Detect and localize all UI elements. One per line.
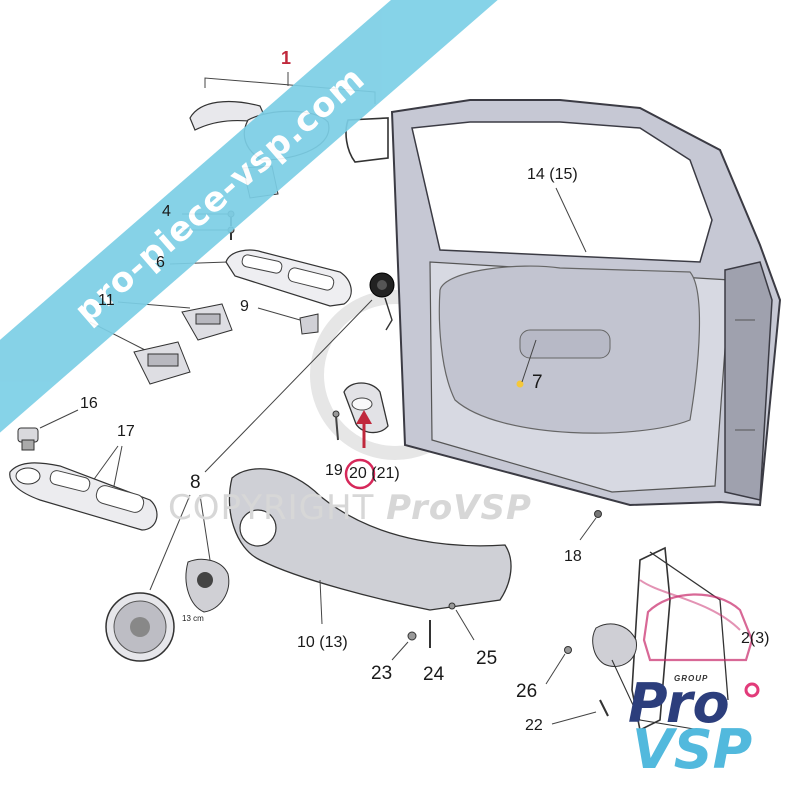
label-part-26: 26 [516, 681, 538, 702]
label-part-23: 23 [371, 663, 393, 684]
label-part-19: 19 [325, 462, 343, 479]
logo-pro-text: Pro [628, 672, 730, 735]
part-10-door-card [228, 468, 512, 625]
label-part-6: 6 [156, 254, 165, 271]
label-part-20: 20 (21) [349, 465, 400, 482]
logo-dot [744, 682, 760, 698]
logo-group-text: GROUP [674, 674, 709, 683]
label-part-14: 14 (15) [527, 166, 578, 183]
part-19-screw [332, 410, 340, 441]
part-tweeter [369, 272, 395, 331]
part-8-speaker [105, 558, 230, 662]
label-part-17: 17 [117, 423, 135, 440]
label-part-22: 22 [525, 717, 543, 734]
part-2-window-regulator [592, 546, 741, 732]
label-part-9: 9 [240, 298, 249, 315]
part-11-switch [117, 301, 233, 341]
copyright-watermark: COPYRIGHT ProVSP [168, 488, 532, 528]
label-part-1: 1 [281, 48, 292, 68]
logo-vsp-text: VSP [632, 718, 753, 781]
small-fasteners [391, 510, 609, 725]
label-part-11: 11 [98, 292, 115, 309]
label-part-24: 24 [423, 664, 445, 685]
part-6-armrest-trim [169, 249, 352, 307]
copyright-brand: ProVSP [386, 488, 532, 528]
label-part-10: 10 (13) [297, 634, 348, 651]
label-size-note: 13 cm [182, 614, 204, 623]
label-part-2: 2(3) [741, 630, 770, 647]
label-part-4: 4 [162, 203, 171, 220]
part-20-inner-handle [343, 382, 389, 490]
part-8-leaders [149, 299, 373, 591]
part-9-clip [257, 307, 319, 335]
part-14-leader [555, 187, 587, 253]
part-7-leader [521, 339, 537, 383]
part-7-marker [516, 380, 524, 388]
label-part-25: 25 [476, 648, 498, 669]
label-part-16: 16 [80, 395, 98, 412]
label-part-8: 8 [190, 472, 201, 493]
part-switch-lower [89, 321, 191, 385]
label-part-18: 18 [564, 548, 582, 565]
logo-car-silhouette [642, 593, 754, 662]
part-17-trim-strip [9, 445, 158, 531]
part-16-clip [17, 409, 79, 451]
copyright-word: COPYRIGHT [168, 488, 375, 528]
label-part-7: 7 [532, 372, 543, 393]
door-frame [390, 99, 782, 507]
